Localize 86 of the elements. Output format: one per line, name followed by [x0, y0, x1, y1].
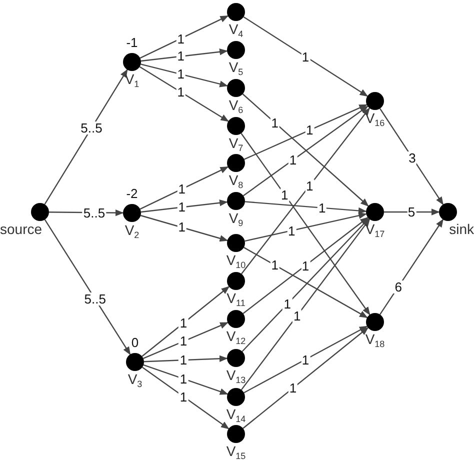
- arrow: [244, 212, 368, 242]
- arrow: [242, 94, 369, 207]
- node-label: V$_{4}$: [228, 21, 244, 41]
- node-label: V$_{5}$: [228, 59, 244, 79]
- edge-label: 1: [178, 354, 188, 367]
- arrow: [244, 326, 368, 394]
- supply-value: -1: [125, 35, 139, 51]
- arrow: [384, 208, 440, 216]
- edge-label: 1: [176, 32, 186, 45]
- node-label: V$_{11}$: [226, 290, 246, 310]
- edge-label: 1: [270, 258, 280, 272]
- node-label: V$_{2}$: [124, 222, 140, 242]
- arrow: [242, 216, 369, 314]
- edge-label: 5: [406, 206, 416, 218]
- arrow: [140, 48, 228, 62]
- edge-label: 1: [176, 86, 186, 99]
- node-label: source: [0, 221, 44, 237]
- node-label: V$_{10}$: [225, 252, 247, 272]
- arrow: [379, 218, 444, 315]
- edge-label: 1: [178, 390, 188, 404]
- arrow: [140, 166, 229, 210]
- edge-label: 1: [288, 154, 298, 166]
- edge-label: 1: [305, 124, 314, 137]
- arrow: [379, 108, 444, 206]
- node-label: V$_{7}$: [228, 135, 244, 155]
- node-label: V$_{14}$: [225, 406, 247, 426]
- supply-value: -2: [125, 186, 139, 202]
- node-label: V$_{3}$: [126, 371, 144, 391]
- arrow: [240, 218, 370, 390]
- edge-label: 6: [394, 280, 403, 294]
- node-label: V$_{6}$: [228, 97, 244, 117]
- node-label: V$_{18}$: [364, 331, 386, 351]
- arrow: [139, 66, 230, 122]
- edge-label: 1: [178, 334, 188, 348]
- edge-label: 1: [280, 188, 290, 202]
- arrow: [142, 286, 230, 357]
- arrow: [44, 68, 128, 205]
- arrow: [140, 214, 228, 242]
- node-label: V$_{13}$: [225, 367, 247, 387]
- edge-label: 1: [305, 179, 314, 192]
- edge-label: 1: [176, 50, 186, 63]
- edge-label: 1: [177, 200, 187, 214]
- arrow: [241, 107, 370, 274]
- arrow: [244, 201, 367, 214]
- edge-label: 1: [300, 259, 310, 272]
- arrow: [140, 15, 229, 59]
- edge-label: 1: [286, 224, 296, 238]
- arrow: [243, 16, 368, 97]
- edge-label: 1: [177, 220, 187, 234]
- node-label: V$_{1}$: [124, 71, 140, 91]
- node-label: sink: [448, 221, 474, 237]
- arrow: [242, 106, 368, 196]
- edge-label: 1: [178, 316, 188, 330]
- edge-label: 1: [176, 68, 186, 81]
- arrow: [44, 219, 131, 356]
- arrow: [244, 104, 368, 160]
- arrow: [142, 366, 230, 430]
- edge-label: 1: [270, 116, 280, 130]
- arrow: [140, 200, 228, 213]
- arrow: [240, 133, 370, 316]
- edge-label: 3: [408, 151, 417, 164]
- edge-label: 5..5: [80, 122, 104, 134]
- arrow: [143, 322, 228, 360]
- node-label: V$_{8}$: [228, 172, 244, 192]
- edge-label: 1: [300, 50, 310, 63]
- arrow: [242, 218, 370, 352]
- edge-label: 1: [282, 297, 292, 310]
- edge-label: 1: [318, 201, 327, 214]
- edge-label: 1: [178, 372, 188, 386]
- node-label: V$_{15}$: [225, 443, 247, 463]
- arrow: [144, 355, 228, 362]
- supply-value: 0: [130, 335, 140, 351]
- edge-label: 5..5: [83, 292, 107, 306]
- edge-label: 5..5: [82, 206, 106, 220]
- arrow: [140, 64, 228, 88]
- arrow: [143, 364, 228, 395]
- edge-label: 1: [177, 182, 187, 196]
- edge-label: 1: [292, 309, 302, 322]
- edge-label: 1: [288, 382, 298, 395]
- arrow: [242, 327, 369, 429]
- edge-label: 1: [300, 353, 310, 366]
- node-label: V$_{17}$: [364, 221, 386, 241]
- node-label: V$_{16}$: [364, 110, 386, 130]
- arrow: [244, 246, 368, 318]
- node-label: V$_{9}$: [228, 210, 244, 230]
- node-label: V$_{12}$: [225, 328, 247, 348]
